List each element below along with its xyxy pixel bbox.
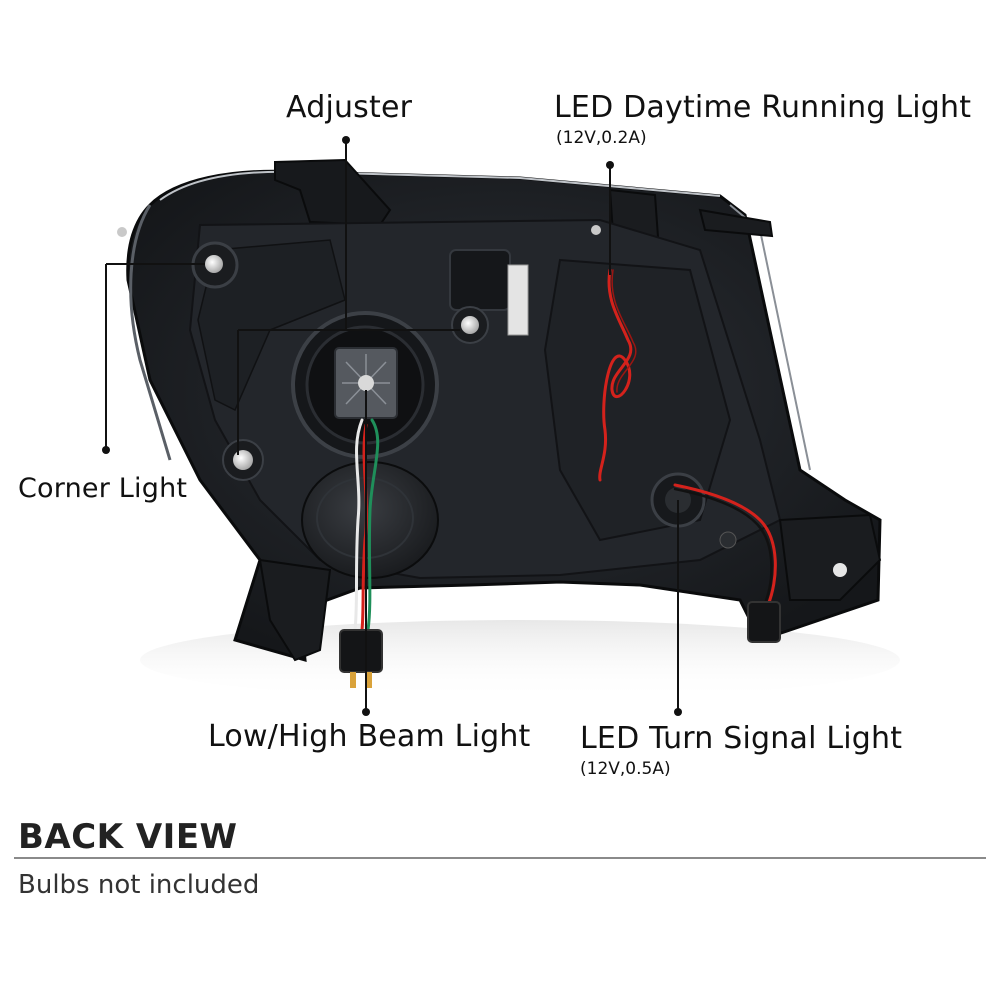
callout-dot-drl bbox=[606, 161, 614, 169]
section-title: BACK VIEW bbox=[18, 817, 238, 857]
callout-label-drl: LED Daytime Running Light bbox=[554, 90, 972, 125]
callout-spec-turn: (12V,0.5A) bbox=[580, 759, 671, 779]
section-divider bbox=[14, 857, 986, 859]
headlight-housing-icon bbox=[117, 158, 882, 663]
callout-dot-turn bbox=[674, 708, 682, 716]
callout-dot-corner bbox=[102, 446, 110, 454]
callout-label-corner: Corner Light bbox=[18, 473, 188, 504]
callout-label-adjuster: Adjuster bbox=[286, 90, 413, 125]
callout-lines bbox=[105, 140, 679, 712]
callout-dots bbox=[102, 136, 682, 716]
callout-dot-beam bbox=[362, 708, 370, 716]
section-note: Bulbs not included bbox=[18, 870, 260, 900]
connector-plug-icon bbox=[339, 601, 781, 688]
wiring-harness-icon bbox=[353, 268, 777, 632]
floor-reflection bbox=[140, 620, 900, 700]
callout-label-beam: Low/High Beam Light bbox=[208, 719, 531, 754]
callout-label-turn: LED Turn Signal Light bbox=[580, 721, 903, 756]
callout-dot-adjuster bbox=[342, 136, 350, 144]
callout-spec-drl: (12V,0.2A) bbox=[556, 128, 647, 148]
